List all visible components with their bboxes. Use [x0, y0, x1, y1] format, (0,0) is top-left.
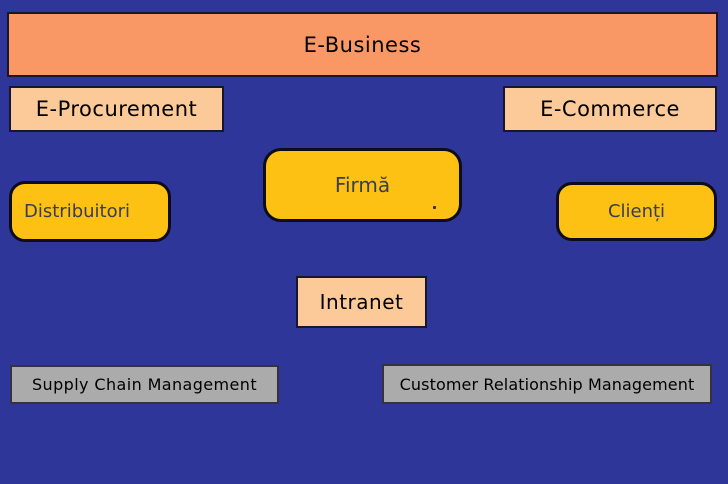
node-intranet: Intranet: [296, 276, 427, 328]
stray-dot: [433, 206, 436, 209]
node-e-commerce: E-Commerce: [503, 86, 717, 132]
node-supply-chain-management: Supply Chain Management: [10, 365, 279, 404]
node-firma: Firmă: [263, 148, 462, 222]
node-clienti: Clienți: [556, 182, 717, 241]
node-distribuitori: Distribuitori: [9, 181, 171, 242]
node-e-procurement: E-Procurement: [9, 86, 224, 132]
node-customer-relationship-management: Customer Relationship Management: [382, 364, 712, 404]
node-e-business: E-Business: [7, 12, 718, 77]
